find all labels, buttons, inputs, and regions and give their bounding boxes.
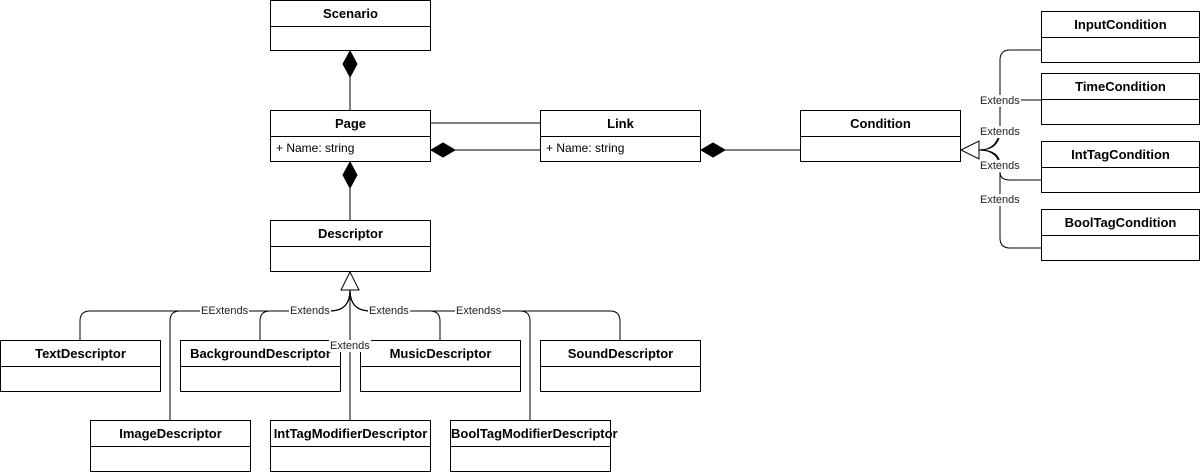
extends-label-int-tag-condition: Extends bbox=[979, 160, 1021, 172]
link-page-composition-diamond bbox=[430, 142, 456, 158]
extends-label-music-descriptor: Extends bbox=[368, 305, 410, 317]
class-bool-tag-condition[interactable]: BoolTagCondition bbox=[1041, 209, 1200, 261]
class-int-tag-condition-name: IntTagCondition bbox=[1042, 142, 1199, 168]
extends-label-text-image-descriptor: EExtends bbox=[200, 305, 250, 317]
time-condition-extends-line bbox=[978, 99, 1041, 151]
class-scenario-name: Scenario bbox=[271, 1, 430, 27]
class-link-name: Link bbox=[541, 111, 700, 137]
scenario-composition-diamond bbox=[342, 49, 358, 79]
class-bool-tag-modifier-descriptor-name: BoolTagModifierDescriptor bbox=[451, 421, 618, 447]
class-page-attribute: + Name: string bbox=[276, 141, 355, 155]
class-link-attribute: + Name: string bbox=[546, 141, 625, 155]
extends-label-background-descriptor: Extends bbox=[289, 305, 331, 317]
class-scenario[interactable]: Scenario bbox=[270, 0, 431, 51]
class-text-descriptor[interactable]: TextDescriptor bbox=[0, 340, 161, 392]
class-link[interactable]: Link + Name: string bbox=[540, 110, 701, 162]
class-bool-tag-modifier-descriptor[interactable]: BoolTagModifierDescriptor bbox=[450, 420, 618, 472]
class-condition[interactable]: Condition bbox=[800, 110, 961, 162]
class-image-descriptor[interactable]: ImageDescriptor bbox=[90, 420, 251, 472]
class-sound-descriptor-name: SoundDescriptor bbox=[541, 341, 700, 367]
link-condition-composition-diamond bbox=[700, 142, 726, 158]
class-page[interactable]: Page + Name: string bbox=[270, 110, 431, 162]
extends-label-sound-boolmod-descriptor: Extendss bbox=[455, 305, 503, 317]
bool-tag-condition-extends-line bbox=[978, 149, 1041, 249]
class-int-tag-condition[interactable]: IntTagCondition bbox=[1041, 141, 1200, 193]
class-input-condition[interactable]: InputCondition bbox=[1041, 11, 1200, 63]
class-int-tag-modifier-descriptor[interactable]: IntTagModifierDescriptor bbox=[270, 420, 431, 472]
class-time-condition-name: TimeCondition bbox=[1042, 74, 1199, 100]
class-background-descriptor-name: BackgroundDescriptor bbox=[181, 341, 340, 367]
class-time-condition[interactable]: TimeCondition bbox=[1041, 73, 1200, 125]
class-image-descriptor-name: ImageDescriptor bbox=[91, 421, 250, 447]
class-sound-descriptor[interactable]: SoundDescriptor bbox=[540, 340, 701, 392]
extends-label-int-tag-modifier-descriptor: Extends bbox=[329, 340, 371, 352]
class-background-descriptor[interactable]: BackgroundDescriptor bbox=[180, 340, 341, 392]
extends-label-time-condition: Extends bbox=[979, 126, 1021, 138]
background-descriptor-extends-line bbox=[259, 289, 351, 340]
class-input-condition-name: InputCondition bbox=[1042, 12, 1199, 38]
condition-inheritance-triangle bbox=[959, 140, 980, 160]
descriptor-inheritance-triangle bbox=[340, 270, 360, 291]
class-text-descriptor-name: TextDescriptor bbox=[1, 341, 160, 367]
extends-label-bool-tag-condition: Extends bbox=[979, 194, 1021, 206]
class-music-descriptor-name: MusicDescriptor bbox=[361, 341, 520, 367]
class-descriptor[interactable]: Descriptor bbox=[270, 220, 431, 272]
class-music-descriptor[interactable]: MusicDescriptor bbox=[360, 340, 521, 392]
sound-descriptor-extends-line bbox=[349, 289, 621, 340]
extends-label-input-condition: Extends bbox=[979, 95, 1021, 107]
class-int-tag-modifier-descriptor-name: IntTagModifierDescriptor bbox=[271, 421, 430, 447]
class-page-name: Page bbox=[271, 111, 430, 137]
page-composition-diamond bbox=[342, 160, 358, 190]
class-bool-tag-condition-name: BoolTagCondition bbox=[1042, 210, 1199, 236]
class-descriptor-name: Descriptor bbox=[271, 221, 430, 247]
class-condition-name: Condition bbox=[801, 111, 960, 137]
